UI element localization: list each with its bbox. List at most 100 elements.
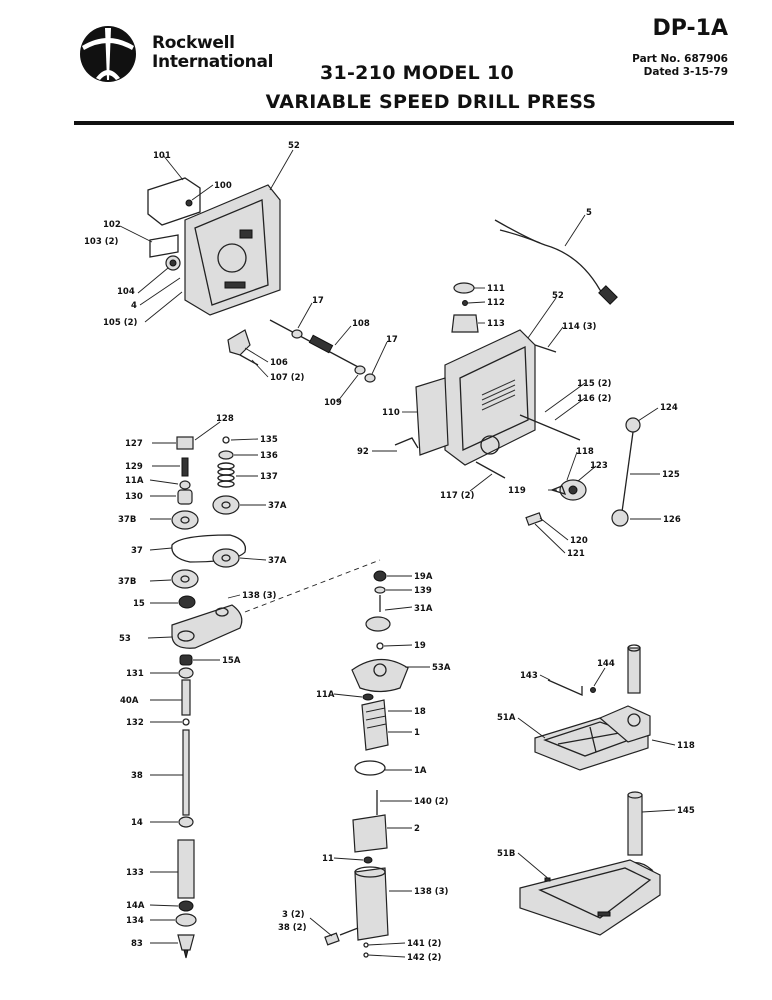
callout-labels: 101 52 100 102 103 (2) 104 4 105 (2) 17 …	[84, 141, 695, 963]
model-title: 31-210 MODEL 10	[319, 62, 515, 84]
callout-1A: 1A	[414, 766, 427, 776]
callout-124: 124	[660, 403, 678, 413]
knob-113	[451, 314, 479, 333]
callout-139: 139	[414, 586, 432, 596]
header-rule	[74, 121, 734, 125]
callout-51B: 51B	[497, 849, 515, 859]
callout-83: 83	[131, 939, 143, 949]
brand-line-1: Rockwell	[152, 33, 235, 53]
callout-53: 53	[119, 634, 131, 644]
callout-116: 116 (2)	[577, 394, 612, 404]
callout-19A: 19A	[414, 572, 433, 582]
right-stack-135-137	[212, 436, 240, 568]
callout-108: 108	[352, 319, 370, 329]
screw-112	[462, 300, 468, 306]
callout-118: 118	[576, 447, 594, 457]
callout-119: 119	[508, 486, 526, 496]
brand-line-2: International	[152, 52, 274, 72]
left-stack	[171, 436, 199, 609]
callout-100: 100	[214, 181, 232, 191]
screw-117	[475, 461, 506, 479]
callout-134: 134	[126, 916, 144, 926]
callout-15: 15	[133, 599, 145, 609]
callout-31A: 31A	[414, 604, 433, 614]
callout-106: 106	[270, 358, 288, 368]
callout-101: 101	[153, 151, 171, 161]
callout-118-b: 118	[677, 741, 695, 751]
pulley-housing-53	[171, 604, 243, 649]
screw-100	[185, 199, 193, 207]
callout-17b: 17	[386, 335, 398, 345]
spindle-shaft-108	[269, 319, 376, 383]
callout-109: 109	[324, 398, 342, 408]
leader-lines	[119, 149, 676, 958]
callout-102: 102	[103, 220, 121, 230]
callout-3: 3 (2)	[282, 910, 305, 920]
handle-143	[547, 679, 583, 696]
callout-53A: 53A	[432, 663, 451, 673]
bracket-106	[227, 329, 259, 366]
document-code: DP-1A	[652, 16, 728, 41]
callout-137: 137	[260, 472, 278, 482]
callout-133: 133	[126, 868, 144, 878]
callout-38: 38	[131, 771, 143, 781]
pulley-guard-part	[184, 184, 281, 316]
feed-handle-125	[611, 417, 641, 527]
column-145	[616, 791, 654, 871]
speed-plate-110	[415, 377, 449, 456]
callout-51A: 51A	[497, 713, 516, 723]
callout-37A: 37A	[268, 501, 287, 511]
callout-125: 125	[662, 470, 680, 480]
callout-37: 37	[131, 546, 143, 556]
rod-116	[519, 414, 581, 441]
rockwell-logo-icon	[80, 26, 136, 82]
switch-123	[550, 479, 587, 501]
callout-120: 120	[570, 536, 588, 546]
callout-128: 128	[216, 414, 234, 424]
screw-144	[590, 687, 596, 693]
callout-111: 111	[487, 284, 505, 294]
callout-115: 115 (2)	[577, 379, 612, 389]
callout-130: 130	[125, 492, 143, 502]
handle-92	[394, 437, 419, 449]
label-plate-part	[147, 177, 201, 226]
callout-105: 105 (2)	[103, 318, 138, 328]
callout-114: 114 (3)	[562, 322, 597, 332]
callout-145: 145	[677, 806, 695, 816]
callout-18: 18	[414, 707, 426, 717]
callout-19: 19	[414, 641, 426, 651]
callout-2: 2	[414, 824, 420, 834]
callout-142: 142 (2)	[407, 953, 442, 963]
callout-5: 5	[586, 208, 592, 218]
callout-40A: 40A	[120, 696, 139, 706]
base-51B	[519, 859, 661, 936]
date-line: Dated 3-15-79	[643, 66, 728, 78]
head-casting-52	[444, 329, 536, 466]
callout-129: 129	[125, 462, 143, 472]
callout-143: 143	[520, 671, 538, 681]
power-cord-5	[494, 219, 618, 305]
callout-132: 132	[126, 718, 144, 728]
part-number-block: Part No. 687906 Dated 3-15-79	[632, 53, 728, 79]
callout-52b: 52	[552, 291, 564, 301]
callout-11A-b: 11A	[316, 690, 335, 700]
part-number: Part No. 687906	[632, 53, 728, 65]
callout-103: 103 (2)	[84, 237, 119, 247]
plate-102	[149, 234, 179, 258]
callout-11: 11	[322, 854, 334, 864]
callout-37A-b: 37A	[268, 556, 287, 566]
callout-123: 123	[590, 461, 608, 471]
callout-14A: 14A	[126, 901, 145, 911]
callout-37B: 37B	[118, 515, 136, 525]
callout-136: 136	[260, 451, 278, 461]
callout-17: 17	[312, 296, 324, 306]
callout-92: 92	[357, 447, 369, 457]
callout-1: 1	[414, 728, 420, 738]
callout-4: 4	[131, 301, 137, 311]
spindle-column	[175, 654, 197, 959]
callout-113: 113	[487, 319, 505, 329]
callout-138: 138 (3)	[242, 591, 277, 601]
callout-121: 121	[567, 549, 585, 559]
callout-11A: 11A	[125, 476, 144, 486]
